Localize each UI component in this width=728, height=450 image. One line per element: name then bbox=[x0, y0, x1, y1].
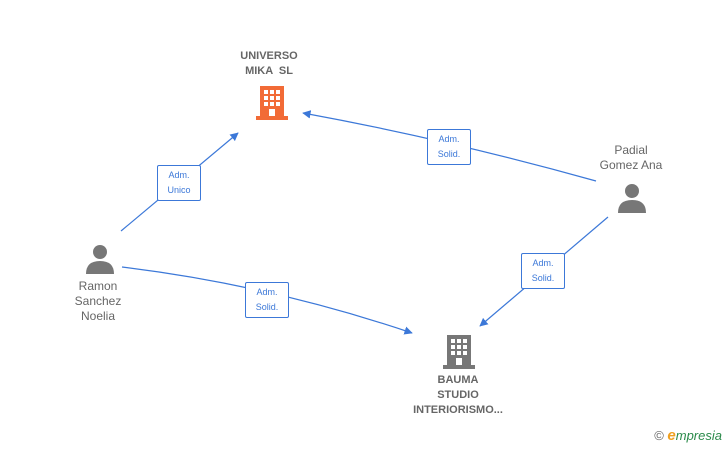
person-ramon-line3: Noelia bbox=[80, 309, 116, 323]
edge-label-line2: Unico bbox=[167, 185, 191, 195]
person-padial-line1: Padial bbox=[614, 143, 648, 157]
person-icon[interactable] bbox=[617, 183, 647, 213]
edge-label-ramon-bauma[interactable]: Adm. Solid. bbox=[245, 282, 289, 318]
company-universo-line1: UNIVERSO bbox=[240, 50, 298, 62]
empresia-watermark: © empresia bbox=[654, 427, 722, 444]
edge-label-line1: Adm. bbox=[438, 134, 460, 144]
company-bauma-line1: BAUMA bbox=[437, 374, 479, 386]
company-bauma-line3: INTERIORISMO... bbox=[413, 404, 503, 416]
copyright-icon: © bbox=[654, 428, 664, 443]
company-bauma-line2: STUDIO bbox=[437, 389, 479, 401]
person-ramon-label[interactable]: Ramon Sanchez Noelia bbox=[58, 279, 138, 324]
company-universo-line2: MIKA SL bbox=[245, 65, 293, 77]
edge-label-line1: Adm. bbox=[532, 258, 554, 268]
company-universo-label[interactable]: UNIVERSO MIKA SL bbox=[219, 49, 319, 79]
person-padial-line2: Gomez Ana bbox=[599, 158, 663, 172]
person-ramon-line1: Ramon bbox=[78, 279, 118, 293]
building-icon[interactable] bbox=[443, 333, 475, 369]
edge-label-padial-bauma[interactable]: Adm. Solid. bbox=[521, 253, 565, 289]
edge-label-ramon-universo[interactable]: Adm. Unico bbox=[157, 165, 201, 201]
edge-label-line1: Adm. bbox=[168, 170, 190, 180]
person-padial-label[interactable]: Padial Gomez Ana bbox=[586, 143, 676, 173]
building-icon[interactable] bbox=[256, 84, 288, 120]
company-bauma-label[interactable]: BAUMA STUDIO INTERIORISMO... bbox=[398, 373, 518, 418]
brand-name: mpresia bbox=[675, 428, 722, 443]
person-icon[interactable] bbox=[85, 244, 115, 274]
edge-label-line2: Solid. bbox=[255, 302, 279, 312]
person-ramon-line2: Sanchez bbox=[74, 294, 122, 308]
edge-label-line2: Solid. bbox=[437, 149, 461, 159]
edge-label-line2: Solid. bbox=[531, 273, 555, 283]
edge-label-line1: Adm. bbox=[256, 287, 278, 297]
brand-initial: e bbox=[667, 427, 676, 444]
edge-label-padial-universo[interactable]: Adm. Solid. bbox=[427, 129, 471, 165]
